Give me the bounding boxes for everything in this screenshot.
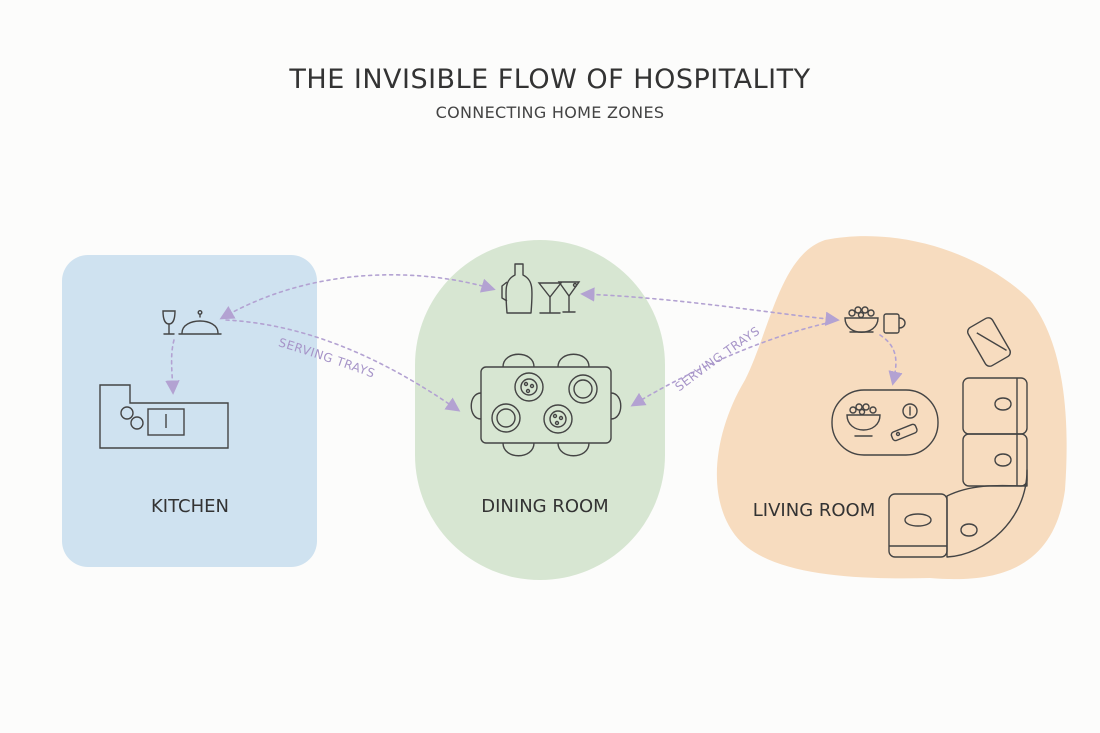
kitchen-label: KITCHEN — [151, 496, 229, 517]
flow-arrow-kitchen-dining-top — [219, 274, 496, 320]
living-room-zone — [716, 236, 1067, 580]
diagram-title: THE INVISIBLE FLOW OF HOSPITALITY — [289, 64, 811, 95]
dining-room-label: DINING ROOM — [481, 496, 608, 517]
diagram-subtitle: CONNECTING HOME ZONES — [435, 103, 665, 122]
coffee-table-icon — [831, 389, 939, 456]
flow-arrow-bowl-coffee-table — [879, 334, 903, 386]
flow-arrow-cloche-counter — [165, 339, 180, 395]
living-room-label: LIVING ROOM — [753, 500, 875, 521]
sectional-sofa-icon — [888, 317, 1028, 558]
flow-arrow-kitchen-dining — [225, 319, 461, 412]
kitchen-counter-icon — [99, 384, 229, 449]
kitchen-zone — [62, 255, 317, 567]
carafe-icon — [501, 263, 533, 314]
wine-glass-icon — [162, 310, 176, 335]
serving-cloche-icon — [178, 310, 222, 335]
flow-arrow-dining-living-top — [580, 287, 840, 326]
snack-bowl-icon — [844, 306, 879, 333]
dining-room-zone — [415, 240, 665, 580]
flow-arrow-living-dining — [630, 321, 833, 407]
martini-glasses-icon — [537, 281, 581, 314]
dining-table-icon — [470, 353, 622, 457]
mug-icon — [883, 313, 906, 334]
